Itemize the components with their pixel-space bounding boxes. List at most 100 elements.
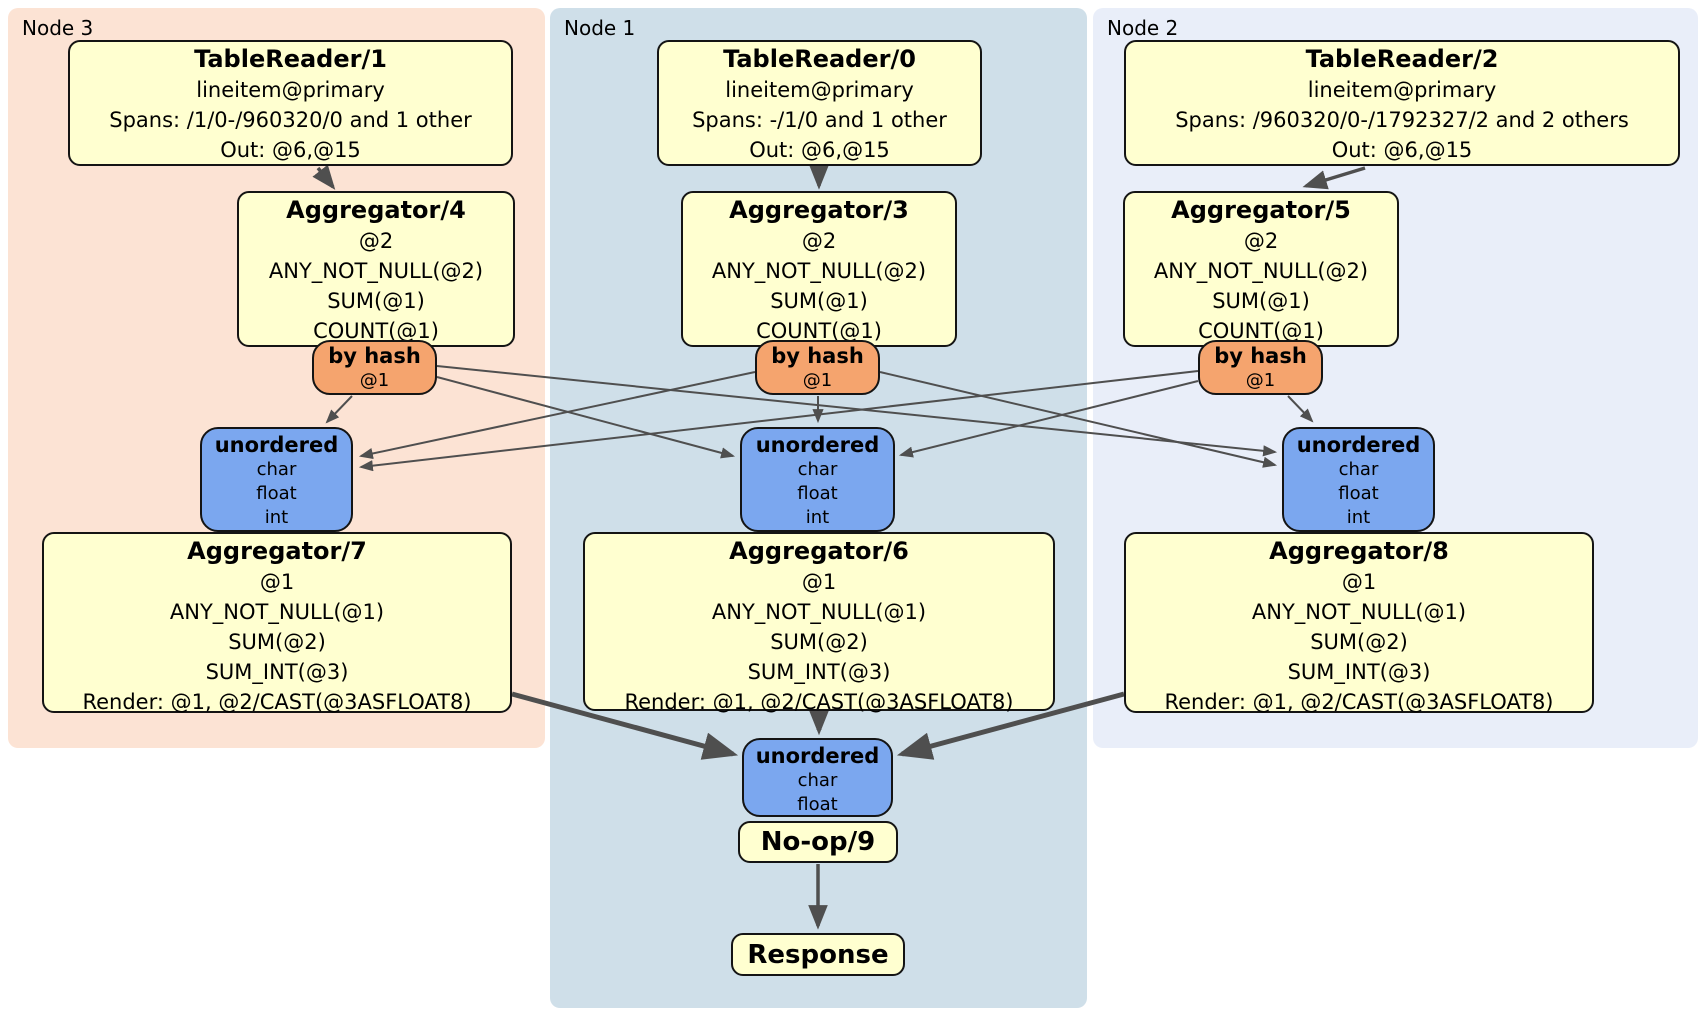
edge-byhash3-unordered2	[436, 365, 1278, 457]
box-title: Aggregator/4	[286, 196, 466, 224]
box-title: unordered	[755, 744, 880, 768]
box-line: SUM_INT(@3)	[205, 660, 349, 684]
box-line: ANY_NOT_NULL(@2)	[711, 259, 927, 283]
box-line: ANY_NOT_NULL(@2)	[268, 259, 484, 283]
sync-unordered-node2: unordered char float int	[1282, 427, 1435, 532]
box-line: char	[256, 459, 297, 480]
box-line: float	[797, 794, 838, 815]
box-line: Render: @1, @2/CAST(@3ASFLOAT8)	[624, 690, 1014, 714]
box-line: char	[797, 459, 838, 480]
edge-byhash2-unordered2	[1287, 395, 1314, 423]
box-title: Aggregator/3	[729, 196, 909, 224]
box-line: ANY_NOT_NULL(@1)	[711, 600, 927, 624]
box-line: COUNT(@1)	[756, 319, 882, 343]
box-line: Out: @6,@15	[220, 138, 361, 162]
processor-noop-9: No-op/9	[738, 821, 898, 863]
box-line: char	[797, 770, 838, 791]
box-lines: @1	[1200, 369, 1321, 393]
edge-byhash3-unordered1	[436, 376, 736, 459]
edge-aggregator8-unordered-final	[896, 691, 1125, 760]
node-label: Node 2	[1107, 16, 1179, 40]
box-line: Out: @6,@15	[1331, 138, 1473, 162]
box-title: unordered	[755, 433, 880, 457]
router-by-hash-node1: by hash @1	[755, 340, 880, 395]
box-line: SUM(@1)	[327, 289, 425, 313]
box-title: Aggregator/6	[729, 537, 909, 565]
edge-byhash3-unordered3	[325, 395, 353, 424]
box-line: lineitem@primary	[1307, 78, 1497, 102]
box-line: SUM_INT(@3)	[747, 660, 891, 684]
box-lines: char float	[744, 769, 891, 817]
box-line: float	[797, 483, 838, 504]
edge-tablereader1-aggregator4	[312, 164, 336, 190]
edge-byhash1-unordered3	[358, 371, 756, 459]
box-line: float	[1338, 483, 1379, 504]
box-line: int	[264, 507, 289, 528]
sync-unordered-final: unordered char float	[742, 738, 893, 817]
box-title: unordered	[214, 433, 339, 457]
box-line: COUNT(@1)	[1198, 319, 1324, 343]
box-line: ANY_NOT_NULL(@1)	[169, 600, 385, 624]
box-line: Spans: -/1/0 and 1 other	[692, 108, 947, 132]
box-line: COUNT(@1)	[313, 319, 439, 343]
box-line: ANY_NOT_NULL(@2)	[1153, 259, 1369, 283]
box-line: char	[1338, 459, 1379, 480]
box-line: float	[256, 483, 297, 504]
edge-byhash2-unordered1	[898, 380, 1199, 458]
router-by-hash-node2: by hash @1	[1198, 340, 1323, 395]
box-line: @1	[1245, 370, 1276, 391]
box-line: @1	[801, 570, 837, 594]
box-line: SUM(@1)	[1212, 289, 1310, 313]
box-line: @2	[358, 229, 394, 253]
node-label: Node 1	[564, 16, 636, 40]
box-line: @1	[802, 370, 833, 391]
box-line: SUM(@2)	[228, 630, 326, 654]
edge-aggregator7-unordered-final	[511, 691, 739, 760]
box-line: @2	[1243, 229, 1279, 253]
edge-byhash1-unordered2	[879, 371, 1278, 468]
box-line: Render: @1, @2/CAST(@3ASFLOAT8)	[1164, 690, 1554, 714]
box-title: TableReader/2	[1305, 45, 1499, 73]
box-title: Response	[747, 939, 889, 970]
box-line: int	[805, 507, 830, 528]
box-line: @2	[801, 229, 837, 253]
box-line: Out: @6,@15	[749, 138, 890, 162]
box-line: @1	[359, 370, 390, 391]
edge-byhash2-unordered3	[358, 370, 1199, 472]
box-title: No-op/9	[760, 827, 876, 857]
box-line: ANY_NOT_NULL(@1)	[1251, 600, 1467, 624]
box-line: int	[1346, 507, 1371, 528]
box-title: TableReader/1	[194, 45, 387, 73]
sync-unordered-node3: unordered char float int	[200, 427, 353, 532]
box-title: by hash	[771, 344, 864, 368]
sync-unordered-node1: unordered char float int	[740, 427, 895, 532]
box-title: unordered	[1296, 433, 1421, 457]
box-line: @1	[1341, 570, 1377, 594]
response-box: Response	[731, 933, 905, 976]
box-title: TableReader/0	[723, 45, 916, 73]
box-line: lineitem@primary	[196, 78, 385, 102]
box-line: Render: @1, @2/CAST(@3ASFLOAT8)	[82, 690, 472, 714]
box-title: by hash	[1214, 344, 1307, 368]
box-line: SUM(@2)	[770, 630, 868, 654]
box-lines: char float int	[202, 458, 351, 530]
box-title: by hash	[328, 344, 421, 368]
box-line: SUM(@1)	[770, 289, 868, 313]
box-lines: @1	[314, 369, 435, 393]
